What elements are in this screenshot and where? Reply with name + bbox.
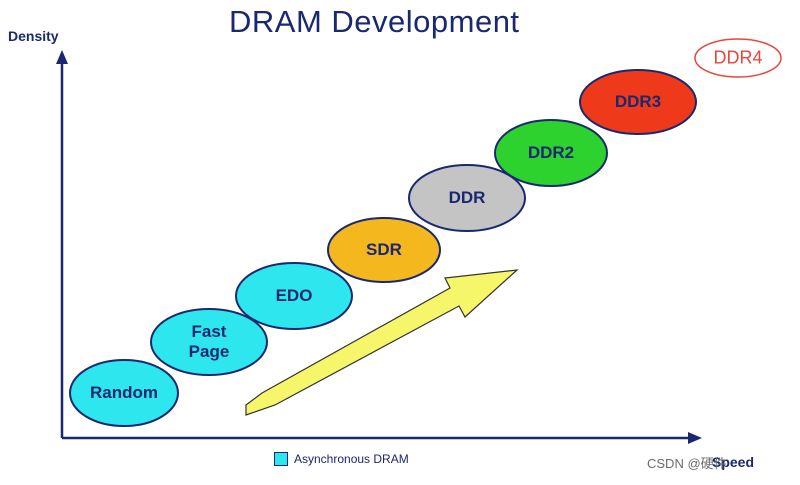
legend-label: Asynchronous DRAM	[294, 452, 409, 466]
page-title: DRAM Development	[229, 4, 520, 39]
node-random	[69, 359, 179, 427]
node-label-ddr3: DDR3	[614, 92, 662, 111]
node-label-ddr4: DDR4	[713, 47, 763, 68]
node-ddr3	[579, 69, 697, 135]
legend-swatch	[274, 452, 288, 466]
legend: Asynchronous DRAM	[274, 452, 409, 466]
x-axis	[62, 432, 702, 444]
node-label-edo: EDO	[275, 286, 313, 305]
node-sdr	[327, 217, 441, 283]
node-ddr2	[494, 119, 608, 187]
node-ddr	[408, 164, 526, 232]
node-label-ddr2: DDR2	[527, 143, 575, 162]
node-label-ddr: DDR	[448, 188, 486, 207]
node-label-sdr: SDR	[366, 240, 402, 259]
x-axis-label: Speed	[712, 454, 755, 470]
watermark: CSDN @硬件	[647, 456, 727, 471]
growth-arrow	[245, 269, 519, 416]
node-fast-page	[150, 308, 268, 376]
node-label-random: Random	[90, 383, 158, 402]
node-ddr4	[694, 38, 782, 78]
y-axis	[56, 50, 68, 438]
node-edo	[235, 262, 353, 330]
node-label-fast-page: Fast Page	[188, 322, 230, 361]
y-axis-label: Density	[8, 28, 59, 44]
